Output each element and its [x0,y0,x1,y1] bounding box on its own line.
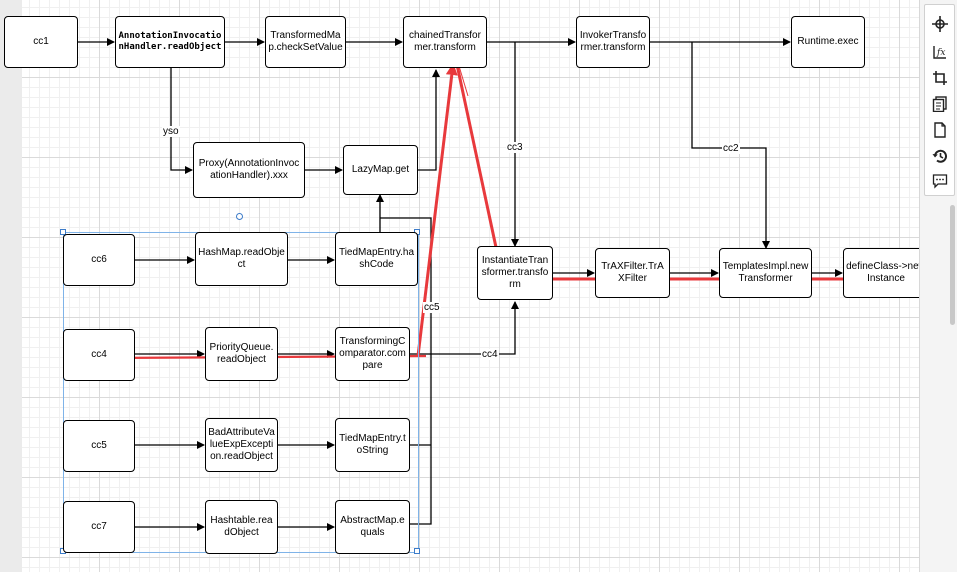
node-abstractmap-equals[interactable]: AbstractMap.equals [335,500,410,554]
node-runtime-exec[interactable]: Runtime.exec [791,16,865,68]
rotate-handle[interactable] [236,213,243,220]
edge-label-cc3[interactable]: cc3 [506,142,524,153]
page-icon[interactable] [929,119,950,140]
node-proxy-annotationhandler[interactable]: Proxy(AnnotationInvocationHandler).xxx [193,142,305,198]
history-icon[interactable] [929,145,950,166]
node-tiedmapentry-hashcode[interactable]: TiedMapEntry.hashCode [335,232,418,286]
red-arrow-chained-to-instantiate [454,59,499,253]
node-cc5[interactable]: cc5 [63,420,135,472]
node-tiedmapentry-tostring[interactable]: TiedMapEntry.toString [335,418,410,472]
node-hashmap-readobject[interactable]: HashMap.readObject [195,232,288,286]
right-toolbar: fx [919,0,957,572]
node-invokertransformer-transform[interactable]: InvokerTransformer.transform [576,16,650,68]
edge-label-cc4[interactable]: cc4 [481,349,499,360]
edge-lazymap-chained [418,69,440,171]
node-priorityqueue-readobject[interactable]: PriorityQueue.readObject [205,327,278,381]
vertical-scrollbar[interactable] [950,205,955,325]
tool-panel: fx [924,4,955,196]
node-lazymap-get[interactable]: LazyMap.get [343,145,418,195]
edge-merge-to-lazymap [380,217,432,525]
left-panel-gutter [0,0,23,572]
edge-comparator-instantiate [410,301,519,355]
node-annotation-readobject[interactable]: AnnotationInvocationHandler.readObject [115,16,225,68]
node-instantiatetransformer-transform[interactable]: InstantiateTransformer.transform [477,246,553,300]
diagram-canvas[interactable]: cc1 AnnotationInvocationHandler.readObje… [4,0,929,572]
edge-label-cc2[interactable]: cc2 [722,143,740,154]
node-cc1[interactable]: cc1 [4,16,78,68]
node-defineclass-newinstance[interactable]: defineClass->newInstance [843,248,929,298]
node-cc4[interactable]: cc4 [63,329,135,381]
crosshair-icon[interactable] [929,13,950,34]
node-hashtable-readobject[interactable]: Hashtable.readObject [205,500,278,554]
pages-icon[interactable] [929,93,950,114]
edge-annotation-proxy [170,68,193,174]
node-cc6[interactable]: cc6 [63,234,135,286]
crop-icon[interactable] [929,67,950,88]
svg-text:fx: fx [936,48,945,58]
node-transformingcomparator-compare[interactable]: TransformingComparator.compare [335,327,410,381]
node-transformedmap-checksetvalue[interactable]: TransformedMap.checkSetValue [265,16,346,68]
node-traxfilter[interactable]: TrAXFilter.TrAXFilter [595,248,670,298]
node-cc7[interactable]: cc7 [63,501,135,553]
node-chainedtransformer-transform[interactable]: chainedTransformer.transform [403,16,487,68]
node-templatesimpl-newtransformer[interactable]: TemplatesImpl.newTransformer [719,248,812,298]
function-icon[interactable]: fx [929,41,950,62]
selection-handle-br[interactable] [414,548,420,554]
node-badattribute-readobject[interactable]: BadAttributeValueExpException.readObject [205,418,278,472]
edge-label-cc5[interactable]: cc5 [423,302,441,313]
comment-icon[interactable] [929,170,950,191]
red-thin-line-chained [458,65,469,97]
edge-label-yso[interactable]: yso [162,126,180,137]
